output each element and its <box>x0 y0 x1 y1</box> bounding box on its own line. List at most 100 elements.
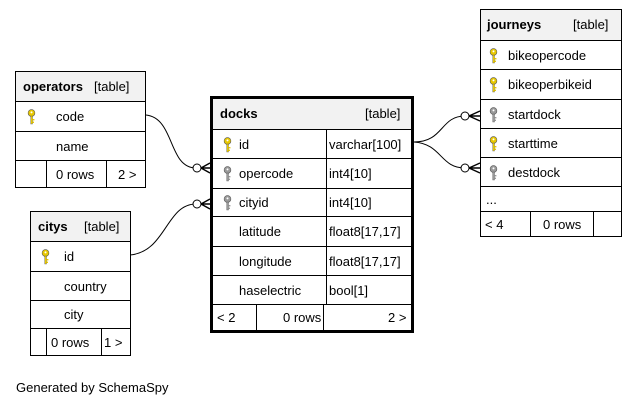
docks-table-name: docks <box>220 106 258 121</box>
footer-parents: < 2 <box>217 310 236 325</box>
zero-marker-citys-docks <box>192 199 202 209</box>
primary-key-icon <box>489 48 498 64</box>
column-row[interactable]: latitude float8[17,17] <box>213 216 411 246</box>
column-row[interactable]: bikeoperbikeid <box>481 69 621 99</box>
citys-table-tag: [table] <box>84 219 120 234</box>
column-type-divider <box>326 130 327 158</box>
footer-rows: 0 rows <box>51 335 90 350</box>
footer-rows: 0 rows <box>543 217 582 232</box>
operators-table-name: operators <box>23 79 83 94</box>
footer-divider <box>106 161 107 187</box>
column-type: bool[1] <box>329 283 369 298</box>
footer-rows: 0 rows <box>56 167 95 182</box>
operators-footer: 0 rows 2 > <box>16 160 145 187</box>
footer-divider <box>530 212 531 236</box>
citys-header: citys [table] <box>31 212 130 241</box>
column-row[interactable]: id <box>31 241 130 271</box>
citys-table-name: citys <box>38 219 68 234</box>
primary-key-icon <box>489 136 498 152</box>
column-row[interactable]: startdock <box>481 99 621 128</box>
column-type-divider <box>326 276 327 304</box>
column-row[interactable]: bikeopercode <box>481 40 621 69</box>
zero-marker-startdock <box>460 111 470 121</box>
docks-table-tag: [table] <box>365 106 401 121</box>
footer-rows: 0 rows <box>283 310 322 325</box>
column-row[interactable]: code <box>16 101 145 131</box>
column-type: int4[10] <box>329 166 372 181</box>
column-row[interactable]: haselectric bool[1] <box>213 275 411 304</box>
column-name: code <box>56 109 85 124</box>
foreign-key-icon <box>223 166 232 182</box>
journeys-footer: < 4 0 rows <box>481 211 621 236</box>
connector-citys-docks <box>129 203 197 256</box>
crowfoot-operators-docks <box>200 162 211 174</box>
column-name: destdock <box>508 165 561 180</box>
generated-by-footer: Generated by SchemaSpy <box>16 380 169 395</box>
foreign-key-icon <box>489 107 498 123</box>
column-type: int4[10] <box>329 195 372 210</box>
journeys-header: journeys [table] <box>481 10 621 40</box>
footer-children: 2 > <box>388 310 407 325</box>
footer-divider <box>323 305 324 330</box>
primary-key-icon <box>489 77 498 93</box>
column-name: city <box>64 307 84 322</box>
journeys-table-tag: [table] <box>573 17 609 32</box>
journeys-table-name: journeys <box>487 17 542 32</box>
footer-divider <box>256 305 257 330</box>
column-name: name <box>56 139 89 154</box>
docks-header: docks [table] <box>213 99 411 129</box>
column-name: startdock <box>508 107 561 122</box>
more-columns: ... <box>486 192 497 207</box>
foreign-key-icon <box>489 165 498 181</box>
crowfoot-citys-docks <box>200 198 211 210</box>
table-journeys[interactable]: journeys [table] bikeopercode bikeoperbikei… <box>480 9 622 237</box>
column-type: float8[17,17] <box>329 224 401 239</box>
footer-divider <box>101 329 102 355</box>
column-type: varchar[100] <box>329 137 402 152</box>
column-name: bikeopercode <box>508 48 587 63</box>
column-row[interactable]: city <box>31 300 130 328</box>
primary-key-icon <box>27 109 36 125</box>
crowfoot-destdock <box>468 162 481 174</box>
connector-docks-journeys-destdock <box>413 141 466 169</box>
column-name: bikeoperbikeid <box>508 77 592 92</box>
column-type: float8[17,17] <box>329 254 401 269</box>
footer-children: 1 > <box>104 335 123 350</box>
column-row[interactable]: longitude float8[17,17] <box>213 246 411 275</box>
column-row[interactable]: starttime <box>481 128 621 157</box>
column-type-divider <box>326 217 327 246</box>
docks-footer: < 2 0 rows 2 > <box>213 304 411 330</box>
footer-children: 2 > <box>118 167 137 182</box>
foreign-key-icon <box>223 195 232 211</box>
column-type-divider <box>326 247 327 275</box>
footer-divider <box>593 212 594 236</box>
footer-parents: < 4 <box>485 217 504 232</box>
operators-header: operators [table] <box>16 72 145 101</box>
column-name: longitude <box>239 254 292 269</box>
footer-divider <box>46 329 47 355</box>
column-type-divider <box>326 159 327 188</box>
column-name: cityid <box>239 195 269 210</box>
column-row[interactable]: cityid int4[10] <box>213 188 411 216</box>
column-row[interactable]: destdock <box>481 157 621 186</box>
column-name: starttime <box>508 136 558 151</box>
connector-operators-docks <box>145 114 197 169</box>
connector-docks-journeys-startdock <box>413 115 466 143</box>
footer-divider <box>46 161 47 187</box>
column-name: haselectric <box>239 283 302 298</box>
column-type-divider <box>326 189 327 216</box>
column-row[interactable]: country <box>31 271 130 300</box>
more-columns-row: ... <box>481 186 621 211</box>
column-row[interactable]: name <box>16 131 145 160</box>
citys-footer: 0 rows 1 > <box>31 328 130 355</box>
table-operators[interactable]: operators [table] code name 0 rows 2 > <box>15 71 146 188</box>
primary-key-icon <box>223 137 232 153</box>
crowfoot-startdock <box>468 110 481 122</box>
zero-marker-operators-docks <box>192 163 202 173</box>
column-name: latitude <box>239 224 281 239</box>
operators-table-tag: [table] <box>94 79 130 94</box>
